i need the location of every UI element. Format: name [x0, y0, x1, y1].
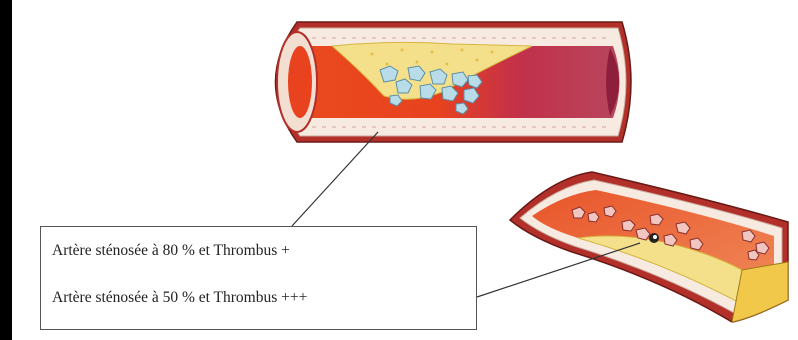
- caption-box: Artère sténosée à 80 % et Thrombus + Art…: [40, 226, 477, 330]
- bottom-artery-thrombus-core-highlight: [653, 235, 657, 239]
- caption-line-1: Artère sténosée à 80 % et Thrombus +: [52, 242, 290, 260]
- bottom-artery-illustration: [510, 172, 788, 322]
- pointer-line-top: [292, 132, 378, 226]
- top-artery-opening-lumen: [288, 46, 312, 118]
- pointer-line-bottom: [477, 243, 640, 297]
- top-artery-illustration: [276, 22, 632, 142]
- caption-line-2: Artère sténosée à 50 % et Thrombus +++: [52, 289, 307, 307]
- figure-canvas: Artère sténosée à 80 % et Thrombus + Art…: [12, 0, 798, 340]
